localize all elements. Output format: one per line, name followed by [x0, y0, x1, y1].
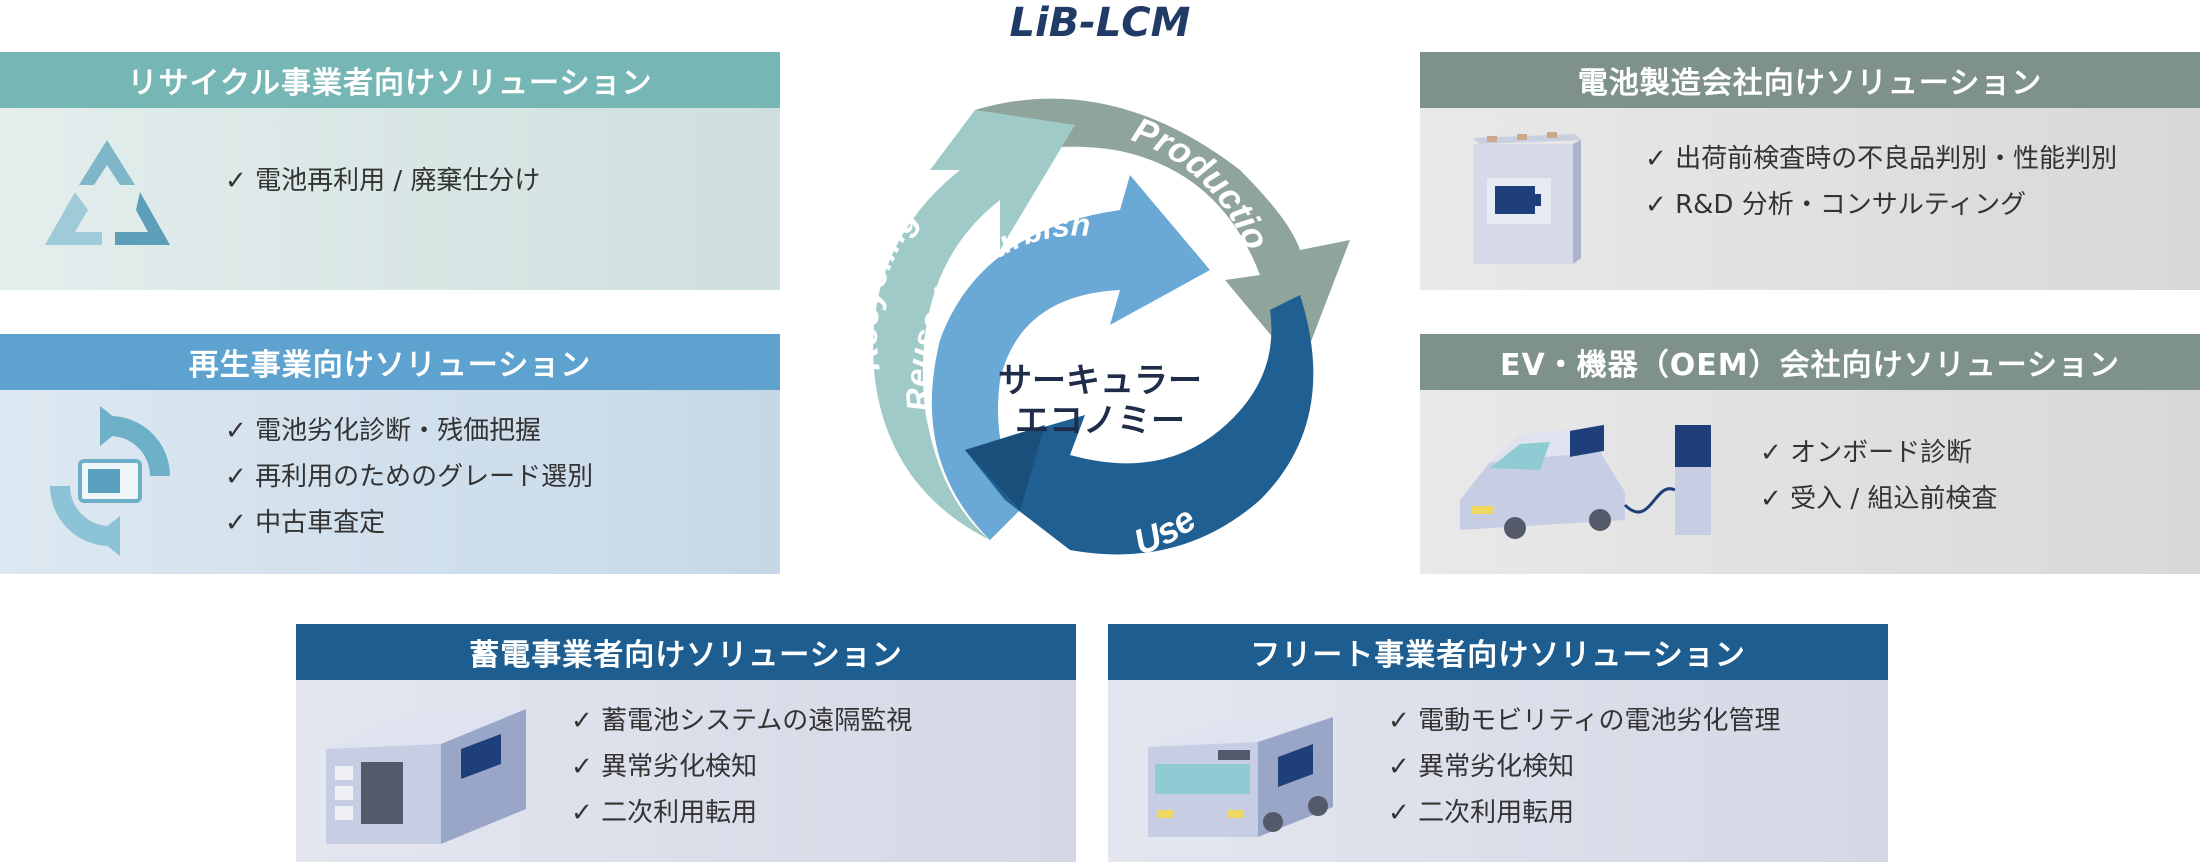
panel-recycle-title: リサイクル事業者向けソリューション — [0, 52, 780, 108]
production-arrow — [975, 98, 1350, 371]
recycle-icon — [45, 140, 170, 245]
diagram-title: LiB-LCM — [1009, 0, 1191, 46]
panel-storage-items: 蓄電池システムの遠隔監視 異常劣化検知 二次利用転用 — [571, 698, 912, 836]
panel-battery-maker-items: 出荷前検査時の不良品判別・性能判別 R&D 分析・コンサルティング — [1645, 136, 2117, 228]
panel-recycle: リサイクル事業者向けソリューション 電池再利用 / 廃棄仕分け — [0, 52, 780, 290]
panel-ev-oem-items: オンボード診断 受入 / 組込前検査 — [1760, 430, 1997, 522]
list-item: 蓄電池システムの遠隔監視 — [571, 698, 912, 744]
list-item: 異常劣化検知 — [571, 744, 912, 790]
panel-ev-oem: EV・機器（OEM）会社向けソリューション オンボード診断 受入 / 組込前検査 — [1420, 334, 2200, 574]
bus-icon — [1148, 717, 1333, 837]
storage-container-icon — [326, 709, 526, 844]
panel-battery-maker-title: 電池製造会社向けソリューション — [1420, 52, 2200, 108]
panel-recycle-items: 電池再利用 / 廃棄仕分け — [225, 158, 540, 204]
panel-regen: 再生事業向けソリューション 電池劣化診断・残価把握 再利用のためのグレード選別 … — [0, 334, 780, 574]
panel-ev-oem-title: EV・機器（OEM）会社向けソリューション — [1420, 334, 2200, 390]
center-label-line1: サーキュラー — [998, 361, 1202, 401]
panel-storage: 蓄電事業者向けソリューション 蓄電池システムの遠隔監視 異常劣化検知 二次利用転… — [296, 624, 1076, 862]
panel-ev-oem-body: オンボード診断 受入 / 組込前検査 — [1420, 390, 2200, 574]
list-item: オンボード診断 — [1760, 430, 1997, 476]
list-item: 二次利用転用 — [571, 790, 912, 836]
panel-fleet-items: 電動モビリティの電池劣化管理 異常劣化検知 二次利用転用 — [1388, 698, 1781, 836]
list-item: 異常劣化検知 — [1388, 744, 1781, 790]
list-item: R&D 分析・コンサルティング — [1645, 182, 2117, 228]
list-item: 中古車査定 — [225, 500, 593, 546]
panel-regen-title: 再生事業向けソリューション — [0, 334, 780, 390]
panel-storage-title: 蓄電事業者向けソリューション — [296, 624, 1076, 680]
panel-fleet-body: 電動モビリティの電池劣化管理 異常劣化検知 二次利用転用 — [1108, 680, 1888, 862]
panel-recycle-body: 電池再利用 / 廃棄仕分け — [0, 108, 780, 290]
list-item: 二次利用転用 — [1388, 790, 1781, 836]
ev-charging-icon — [1460, 424, 1711, 539]
list-item: 電池再利用 / 廃棄仕分け — [225, 158, 540, 204]
panel-storage-body: 蓄電池システムの遠隔監視 異常劣化検知 二次利用転用 — [296, 680, 1076, 862]
list-item: 電動モビリティの電池劣化管理 — [1388, 698, 1780, 744]
use-arrow — [965, 295, 1314, 555]
list-item: 出荷前検査時の不良品判別・性能判別 — [1645, 136, 2117, 182]
panel-battery-maker-body: 出荷前検査時の不良品判別・性能判別 R&D 分析・コンサルティング — [1420, 108, 2200, 290]
list-item: 電池劣化診断・残価把握 — [225, 408, 593, 454]
battery-refresh-icon — [50, 406, 170, 556]
list-item: 受入 / 組込前検査 — [1760, 476, 1997, 522]
center-label-line2: エコノミー — [1015, 401, 1185, 441]
lifecycle-diagram: Production Recycling Reuse / Refurbish U… — [830, 80, 1350, 563]
panel-fleet: フリート事業者向けソリューション 電動モビリティの電池劣化管理 異常劣化検知 二… — [1108, 624, 1888, 862]
panel-fleet-title: フリート事業者向けソリューション — [1108, 624, 1888, 680]
list-item: 再利用のためのグレード選別 — [225, 454, 593, 500]
battery-pack-icon — [1473, 132, 1581, 264]
panel-battery-maker: 電池製造会社向けソリューション 出荷前検査時の不良品判別・性能判別 R&D 分析… — [1420, 52, 2200, 290]
panel-regen-body: 電池劣化診断・残価把握 再利用のためのグレード選別 中古車査定 — [0, 390, 780, 574]
panel-regen-items: 電池劣化診断・残価把握 再利用のためのグレード選別 中古車査定 — [225, 408, 593, 546]
recycling-arrow — [873, 110, 1075, 540]
